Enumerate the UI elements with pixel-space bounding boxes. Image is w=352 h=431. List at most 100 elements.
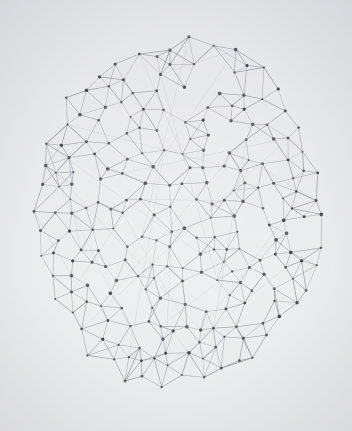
thread-segment — [108, 321, 130, 327]
thread-segment — [109, 80, 124, 87]
pin-point — [184, 121, 187, 124]
thread-segment — [80, 115, 99, 121]
thread-segment — [279, 303, 297, 317]
pin-point — [272, 182, 275, 185]
thread-segment — [249, 160, 316, 200]
pin-point — [39, 229, 42, 232]
pin-point — [183, 86, 186, 89]
pin-point — [203, 376, 205, 378]
pin-point — [181, 182, 184, 185]
pin-point — [262, 207, 265, 210]
thread-segment — [106, 267, 117, 281]
thread-segment — [226, 303, 245, 309]
thread-segment — [100, 64, 116, 77]
pin-point — [213, 248, 215, 250]
thread-segment — [184, 228, 196, 238]
thread-segment — [125, 361, 141, 381]
pin-point — [145, 288, 147, 290]
thread-segment — [211, 216, 235, 218]
pin-point — [40, 255, 42, 257]
pin-point — [113, 358, 115, 360]
thread-segment — [221, 358, 252, 368]
thread-segment — [73, 313, 82, 329]
thread-segment — [201, 312, 207, 330]
thread-segment — [183, 281, 186, 304]
pin-point — [100, 305, 102, 307]
thread-segment — [69, 213, 71, 231]
thread-segment — [183, 139, 191, 154]
thread-segment — [274, 183, 284, 198]
pin-point — [211, 202, 214, 205]
thread-segment — [237, 232, 239, 249]
pin-point — [128, 356, 130, 358]
thread-segment — [230, 295, 245, 303]
pin-point — [214, 236, 216, 238]
thread-segment — [73, 261, 92, 262]
thread-segment — [286, 261, 302, 268]
thread-segment — [122, 138, 288, 173]
pin-point — [86, 354, 88, 356]
thread-segment — [185, 304, 206, 311]
pin-point — [223, 165, 226, 168]
pin-point — [303, 215, 306, 218]
thread-segment — [70, 184, 72, 199]
thread-segment — [292, 201, 316, 209]
pin-point — [108, 85, 110, 87]
pin-point — [72, 171, 74, 173]
pin-point — [129, 325, 132, 328]
thread-segment — [86, 142, 108, 144]
thread-segment — [200, 342, 216, 347]
thread-segment — [72, 292, 87, 302]
thread-segment — [61, 145, 69, 157]
thread-segment — [130, 326, 139, 348]
thread-segment — [189, 37, 214, 46]
pin-point — [206, 106, 209, 109]
thread-segment — [127, 159, 153, 167]
thread-segment — [72, 261, 73, 276]
thread-segment — [46, 144, 200, 254]
pin-point — [233, 214, 237, 218]
thread-segment — [73, 250, 81, 261]
thread-segment — [88, 355, 115, 359]
thread-segment — [227, 232, 238, 250]
thread-segment — [275, 252, 291, 254]
thread-segment — [246, 140, 249, 161]
thread-segment — [203, 359, 204, 378]
thread-segment — [258, 164, 262, 188]
pin-point — [126, 245, 129, 248]
pin-point — [114, 63, 117, 66]
pin-point — [182, 153, 184, 155]
thread-segment — [291, 252, 317, 265]
thread-segment — [264, 274, 274, 288]
pin-point — [168, 184, 171, 187]
pin-point — [235, 325, 238, 328]
pin-point — [45, 143, 47, 145]
thread-segment — [154, 359, 167, 366]
thread-segment — [258, 183, 273, 187]
thread-segment — [215, 232, 238, 237]
pin-point — [52, 275, 54, 277]
pin-point — [112, 228, 114, 230]
thread-segment — [55, 199, 70, 213]
thread-segment — [81, 230, 93, 250]
pin-point — [259, 259, 262, 262]
thread-segment — [249, 260, 260, 267]
thread-segment — [217, 280, 240, 282]
pin-point — [202, 119, 205, 122]
thread-segment — [283, 198, 284, 220]
thread-segment — [164, 110, 186, 122]
thread-segment — [55, 292, 71, 299]
pin-point — [320, 247, 322, 249]
thread-segment — [142, 215, 154, 237]
pin-point — [101, 338, 104, 341]
pin-point — [239, 169, 242, 172]
thread-segment — [208, 106, 232, 108]
pin-point — [122, 78, 125, 81]
thread-segment — [264, 68, 278, 90]
pin-point — [187, 351, 190, 354]
pin-point — [243, 302, 246, 305]
pin-point — [220, 367, 223, 370]
thread-segment — [283, 191, 296, 198]
thread-segment — [299, 128, 303, 152]
thread-segment — [203, 168, 207, 183]
